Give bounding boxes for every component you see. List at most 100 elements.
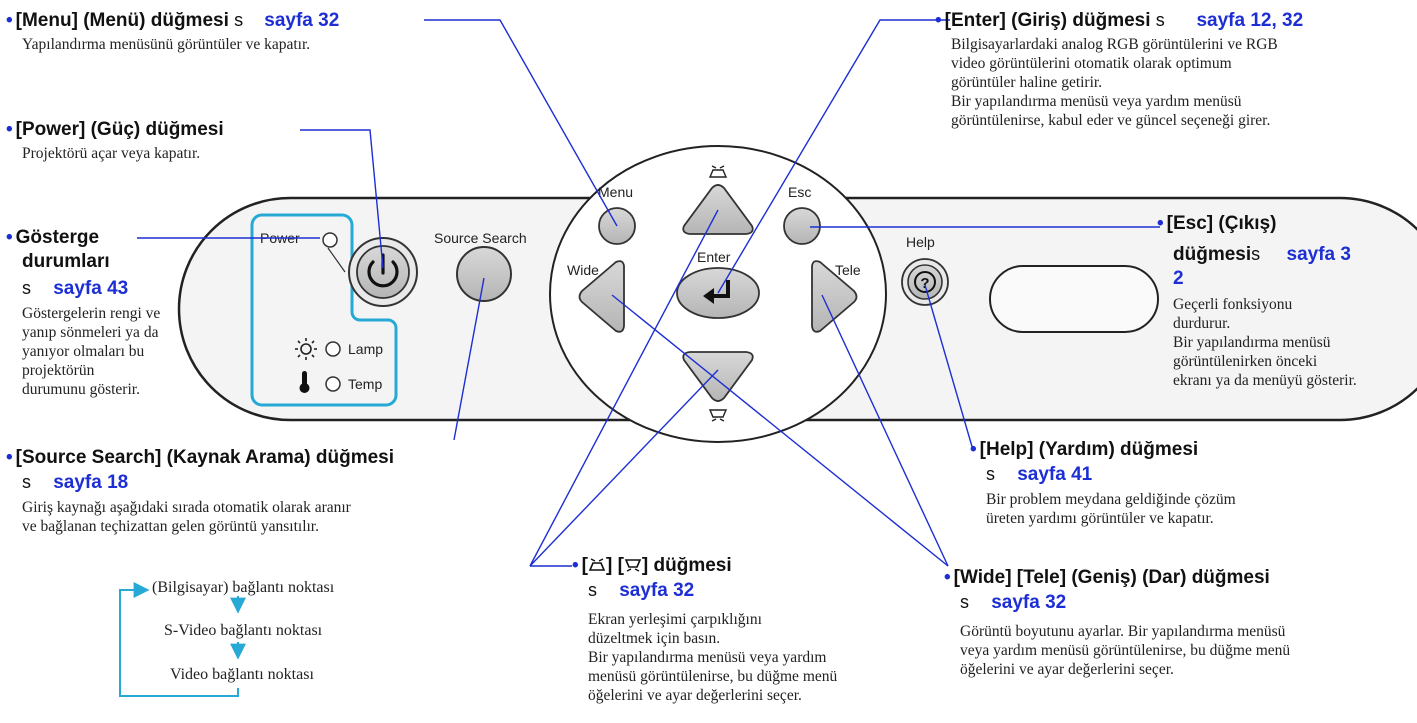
flow-step-video: Video bağlantı noktası: [170, 666, 314, 683]
callout-enter-ref[interactable]: sayfa 12, 32: [1196, 10, 1304, 31]
callout-esc-desc-1: Geçerli fonksiyonu: [1173, 296, 1293, 313]
callout-menu: •[Menu] (Menü) düğmesi s sayfa 32 Yapıla…: [6, 10, 340, 53]
label-temp: Temp: [348, 376, 382, 392]
ref-symbol: s: [1155, 10, 1165, 30]
callout-keystone-title-b: ] [: [605, 555, 624, 576]
leader-help: [924, 284, 974, 451]
callout-keystone-title-c: ] düğmesi: [641, 555, 732, 576]
label-tele: Tele: [835, 262, 861, 278]
ref-symbol: s: [22, 472, 31, 492]
leader-keystone-down: [529, 369, 719, 567]
callout-menu-title: [Menu] (Menü) düğmesi: [15, 10, 229, 31]
callout-power-title: [Power] (Güç) düğmesi: [15, 119, 224, 140]
label-lamp: Lamp: [348, 341, 383, 357]
flow-step-svideo: S-Video bağlantı noktası: [164, 622, 323, 639]
label-help: Help: [906, 234, 935, 250]
callout-help: •[Help] (Yardım) düğmesi s sayfa 41 Bir …: [970, 439, 1236, 527]
callout-enter-desc-4: Bir yapılandırma menüsü veya yardım menü…: [951, 93, 1242, 110]
ref-symbol: s: [22, 278, 31, 298]
callout-indicator: •Gösterge durumları s sayfa 43 Göstergel…: [6, 227, 161, 398]
callout-source-search-desc-2: ve bağlanan teçhizattan gelen görüntü ya…: [22, 518, 319, 535]
ref-symbol: s: [986, 464, 995, 484]
callout-indicator-desc-4: projektörün: [22, 362, 95, 379]
panel-window: [989, 265, 1159, 333]
callout-enter-desc-3: görüntüler haline getirir.: [951, 74, 1103, 91]
lamp-icon: [295, 338, 317, 360]
ref-symbol: s: [588, 580, 597, 600]
callout-indicator-desc-5: durumunu gösterir.: [22, 381, 140, 398]
help-icon: ?: [914, 271, 936, 293]
thermometer-icon: [299, 371, 310, 393]
callout-keystone: •[] [] düğmesi s sayfa 32 Ekran yerleşim…: [572, 555, 838, 704]
callout-source-search-ref[interactable]: sayfa 18: [53, 472, 129, 493]
callout-enter-desc-2: video görüntülerini otomatik olarak opti…: [951, 55, 1232, 72]
label-enter: Enter: [697, 249, 731, 265]
flow-step-computer: (Bilgisayar) bağlantı noktası: [152, 579, 335, 596]
callout-wide-tele-desc-2: veya yardım menüsü görüntülenirse, bu dü…: [960, 642, 1291, 659]
callout-menu-ref[interactable]: sayfa 32: [264, 10, 340, 31]
help-button[interactable]: [907, 264, 943, 300]
ref-symbol: s: [1251, 244, 1261, 264]
callout-help-title: [Help] (Yardım) düğmesi: [979, 439, 1199, 460]
callout-enter-title: [Enter] (Giriş) düğmesi: [944, 10, 1151, 31]
callout-keystone-ref[interactable]: sayfa 32: [619, 580, 695, 601]
callout-indicator-title-1: Gösterge: [15, 227, 100, 248]
callout-enter-desc-5: görüntülenirse, kabul eder ve güncel seç…: [951, 112, 1271, 129]
callout-esc-title-1: [Esc] (Çıkış): [1166, 213, 1277, 234]
callout-help-desc-1: Bir problem meydana geldiğinde çözüm: [986, 491, 1236, 508]
callout-esc-ref-cont[interactable]: 2: [1173, 268, 1184, 289]
leader-menu: [424, 19, 618, 227]
callout-esc-desc-2: durdurur.: [1173, 315, 1231, 332]
callout-source-search-desc-1: Giriş kaynağı aşağıdaki sırada otomatik …: [22, 499, 351, 516]
keystone-up-icon: [588, 558, 606, 571]
esc-button[interactable]: [783, 207, 821, 245]
wide-button[interactable]: [578, 260, 625, 333]
callout-esc-desc-5: ekranı ya da menüyü gösterir.: [1173, 372, 1357, 389]
callout-indicator-desc-2: yanıp sönmeleri ya da: [22, 324, 159, 341]
label-wide: Wide: [567, 262, 599, 278]
keystone-up-button[interactable]: [682, 184, 754, 235]
callout-indicator-desc-3: yanıyor olmaları bu: [22, 343, 145, 360]
callout-source-search: •[Source Search] (Kaynak Arama) düğmesi …: [6, 447, 395, 535]
callout-enter-desc-1: Bilgisayarlardaki analog RGB görüntüleri…: [951, 36, 1278, 53]
callout-wide-tele-ref[interactable]: sayfa 32: [991, 592, 1067, 613]
callout-keystone-title-a: [: [581, 555, 588, 576]
leader-tele: [821, 294, 949, 567]
keystone-up-icon: [708, 165, 728, 178]
source-search-button[interactable]: [456, 246, 512, 302]
callout-esc: •[Esc] (Çıkış) düğmesis sayfa 3 2 Geçerl…: [1157, 213, 1357, 389]
callout-indicator-desc-1: Göstergelerin rengi ve: [22, 305, 161, 322]
label-menu: Menu: [598, 184, 633, 200]
callout-indicator-ref[interactable]: sayfa 43: [53, 278, 129, 299]
tele-button[interactable]: [811, 260, 858, 333]
keystone-down-button[interactable]: [682, 351, 754, 402]
callout-enter: •[Enter] (Giriş) düğmesi s sayfa 12, 32 …: [935, 10, 1304, 129]
enter-icon: [703, 280, 730, 304]
source-flow-arrows: [119, 582, 246, 697]
callout-keystone-desc-3: Bir yapılandırma menüsü veya yardım: [588, 649, 827, 666]
power-indicator-light: [322, 232, 338, 248]
leader-lines: [137, 19, 1160, 567]
callout-power: •[Power] (Güç) düğmesi Projektörü açar v…: [6, 119, 224, 162]
ref-symbol: s: [234, 10, 244, 30]
callout-help-ref[interactable]: sayfa 41: [1017, 464, 1093, 485]
label-esc: Esc: [788, 184, 811, 200]
callout-keystone-desc-2: düzeltmek için basın.: [588, 630, 721, 647]
ref-symbol: s: [960, 592, 969, 612]
temp-indicator-light: [325, 376, 341, 392]
callout-wide-tele: •[Wide] [Tele] (Geniş) (Dar) düğmesi s s…: [944, 567, 1291, 678]
callout-source-search-title: [Source Search] (Kaynak Arama) düğmesi: [15, 447, 395, 468]
callout-help-desc-2: üreten yardımı görüntüler ve kapatır.: [986, 510, 1214, 527]
callout-esc-desc-4: görüntülenirken önceki: [1173, 353, 1318, 370]
callout-wide-tele-desc-3: öğelerini ve ayar değerlerini seçer.: [960, 661, 1174, 678]
callout-menu-desc: Yapılandırma menüsünü görüntüler ve kapa…: [22, 36, 311, 53]
lamp-indicator-light: [325, 341, 341, 357]
callout-keystone-desc-4: menüsü görüntülenirse, bu düğme menü: [588, 668, 838, 685]
leader-keystone-up: [529, 209, 719, 567]
callout-wide-tele-desc-1: Görüntü boyutunu ayarlar. Bir yapılandır…: [960, 623, 1286, 640]
callout-esc-ref[interactable]: sayfa 3: [1286, 244, 1351, 265]
callout-esc-title-2: düğmesi: [1173, 244, 1252, 265]
leader-enter: [717, 19, 950, 294]
